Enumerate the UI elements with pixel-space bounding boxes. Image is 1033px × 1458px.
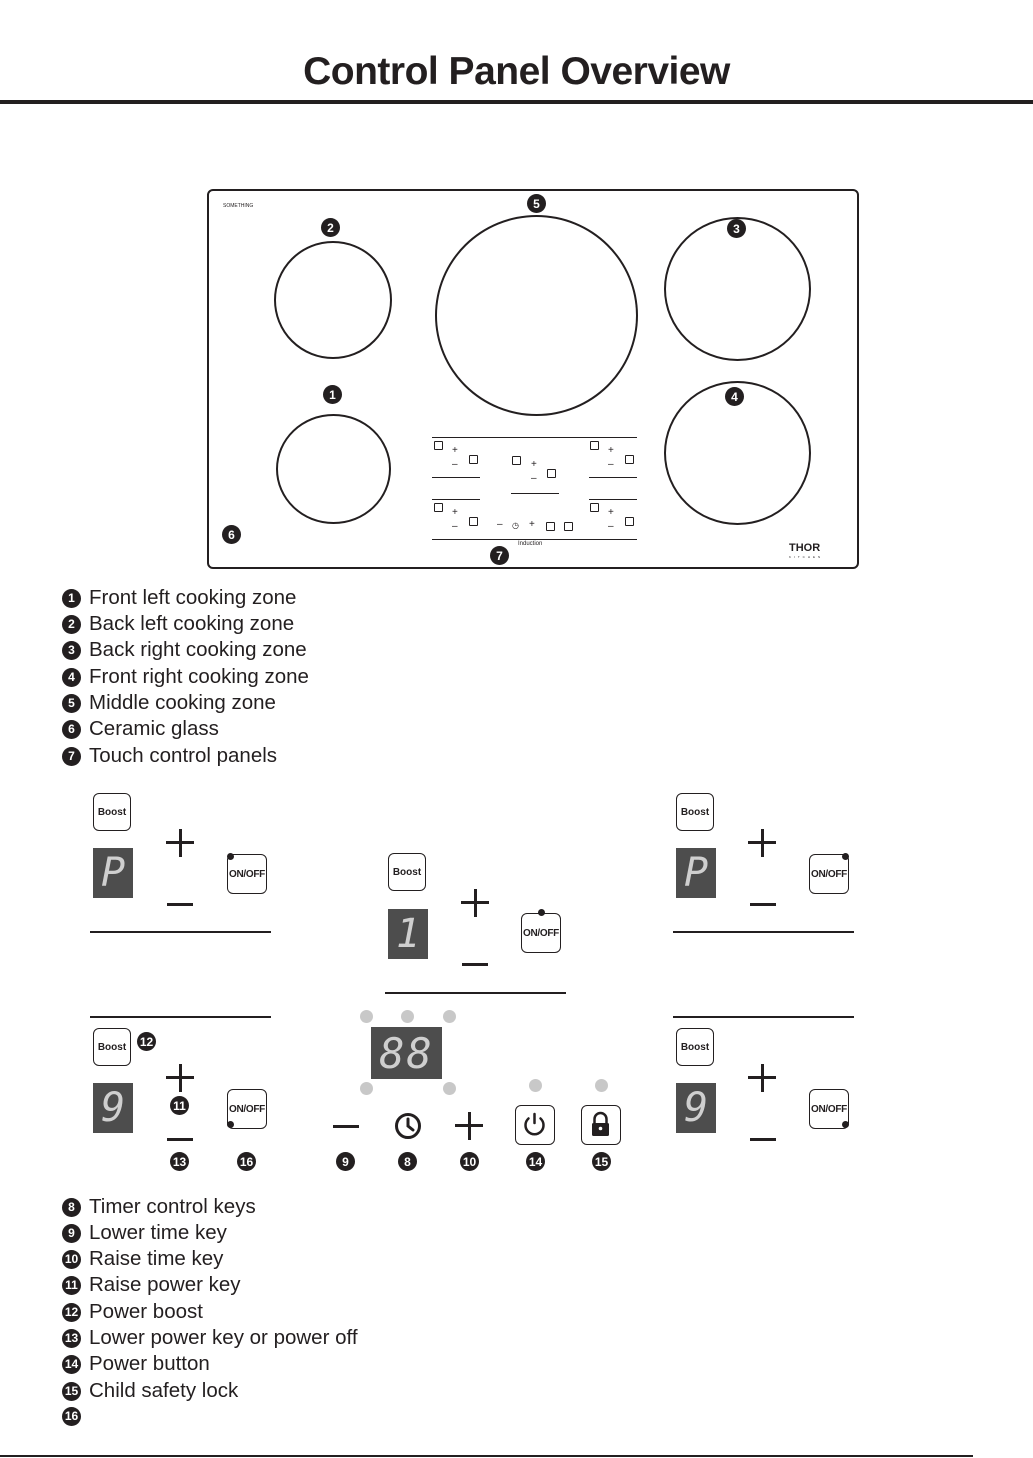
minus-icon xyxy=(750,1138,776,1141)
indicator-dot xyxy=(538,909,545,916)
boost-button-bottom-right: Boost xyxy=(676,1028,714,1066)
minus-icon xyxy=(750,903,776,906)
indicator-dot xyxy=(842,853,849,860)
callout-7: 7 xyxy=(490,546,509,565)
mini-panel-top-line xyxy=(432,437,637,438)
timer-indicator-light xyxy=(443,1082,456,1095)
zone-back-right xyxy=(664,217,811,361)
callout-12: 12 xyxy=(137,1032,156,1051)
timer-indicator-light xyxy=(401,1010,414,1023)
onoff-button-middle: ON/OFF xyxy=(521,913,561,953)
callout-13: 13 xyxy=(170,1152,189,1171)
display-middle: 1 xyxy=(388,909,428,959)
callout-14: 14 xyxy=(526,1152,545,1171)
timer-indicator-light xyxy=(360,1082,373,1095)
power-button xyxy=(515,1105,555,1145)
indicator-dot xyxy=(227,1121,234,1128)
boost-button-top-right: Boost xyxy=(676,793,714,831)
minus-icon xyxy=(167,903,193,906)
zone-back-left xyxy=(274,241,392,359)
minus-icon xyxy=(167,1138,193,1141)
display-bottom-left: 9 xyxy=(93,1083,133,1133)
corner-label: SOMETHING xyxy=(223,203,254,209)
zone-middle xyxy=(435,215,638,416)
mini-panel-label: Induction xyxy=(518,541,543,547)
callout-15: 15 xyxy=(592,1152,611,1171)
timer-indicator-light xyxy=(360,1010,373,1023)
footer-rule xyxy=(0,1455,973,1457)
zone-front-right xyxy=(664,381,811,525)
timer-minus-icon xyxy=(333,1125,359,1128)
indicator-dot xyxy=(842,1121,849,1128)
power-indicator-light xyxy=(529,1079,542,1092)
minus-icon xyxy=(462,963,488,966)
timer-display: 88 xyxy=(371,1027,442,1079)
callout-6: 6 xyxy=(222,525,241,544)
clock-icon xyxy=(395,1113,421,1139)
callout-5: 5 xyxy=(527,194,546,213)
callout-4: 4 xyxy=(725,387,744,406)
cooktop-diagram: SOMETHING 5 2 3 1 4 6 7 + – + – + – + – … xyxy=(207,189,859,569)
mini-panel-bottom-line xyxy=(432,539,637,540)
boost-button-top-left: Boost xyxy=(93,793,131,831)
plus-icon xyxy=(748,1064,776,1092)
callout-8: 8 xyxy=(398,1152,417,1171)
timer-indicator-light xyxy=(443,1010,456,1023)
title-divider xyxy=(0,100,1033,104)
brand-subtitle: KITCHEN xyxy=(789,555,824,559)
plus-icon xyxy=(166,829,194,857)
lock-indicator-light xyxy=(595,1079,608,1092)
indicator-dot xyxy=(227,853,234,860)
onoff-button-bottom-right: ON/OFF xyxy=(809,1089,849,1129)
plus-icon xyxy=(166,1064,194,1092)
onoff-button-top-right: ON/OFF xyxy=(809,854,849,894)
zone-front-left xyxy=(276,414,391,524)
page-title: Control Panel Overview xyxy=(303,50,730,93)
display-top-left: P xyxy=(93,848,133,898)
lock-icon xyxy=(592,1111,609,1136)
plus-icon xyxy=(748,829,776,857)
boost-button-bottom-left: Boost xyxy=(93,1028,131,1066)
plus-icon xyxy=(461,889,489,917)
callout-9: 9 xyxy=(336,1152,355,1171)
callout-3: 3 xyxy=(727,219,746,238)
callout-10: 10 xyxy=(460,1152,479,1171)
power-icon xyxy=(524,1112,545,1136)
timer-plus-icon xyxy=(455,1112,483,1140)
callout-16: 16 xyxy=(237,1152,256,1171)
onoff-button-bottom-left: ON/OFF xyxy=(227,1089,267,1129)
display-bottom-right: 9 xyxy=(676,1083,716,1133)
display-top-right: P xyxy=(676,848,716,898)
boost-button-middle: Boost xyxy=(388,853,426,891)
callout-2: 2 xyxy=(321,218,340,237)
callout-11: 11 xyxy=(170,1096,189,1115)
onoff-button-top-left: ON/OFF xyxy=(227,854,267,894)
lock-button xyxy=(581,1105,621,1145)
legend-item-16: 16 xyxy=(62,1403,89,1429)
brand-logo: THOR xyxy=(789,542,821,554)
callout-1: 1 xyxy=(323,385,342,404)
